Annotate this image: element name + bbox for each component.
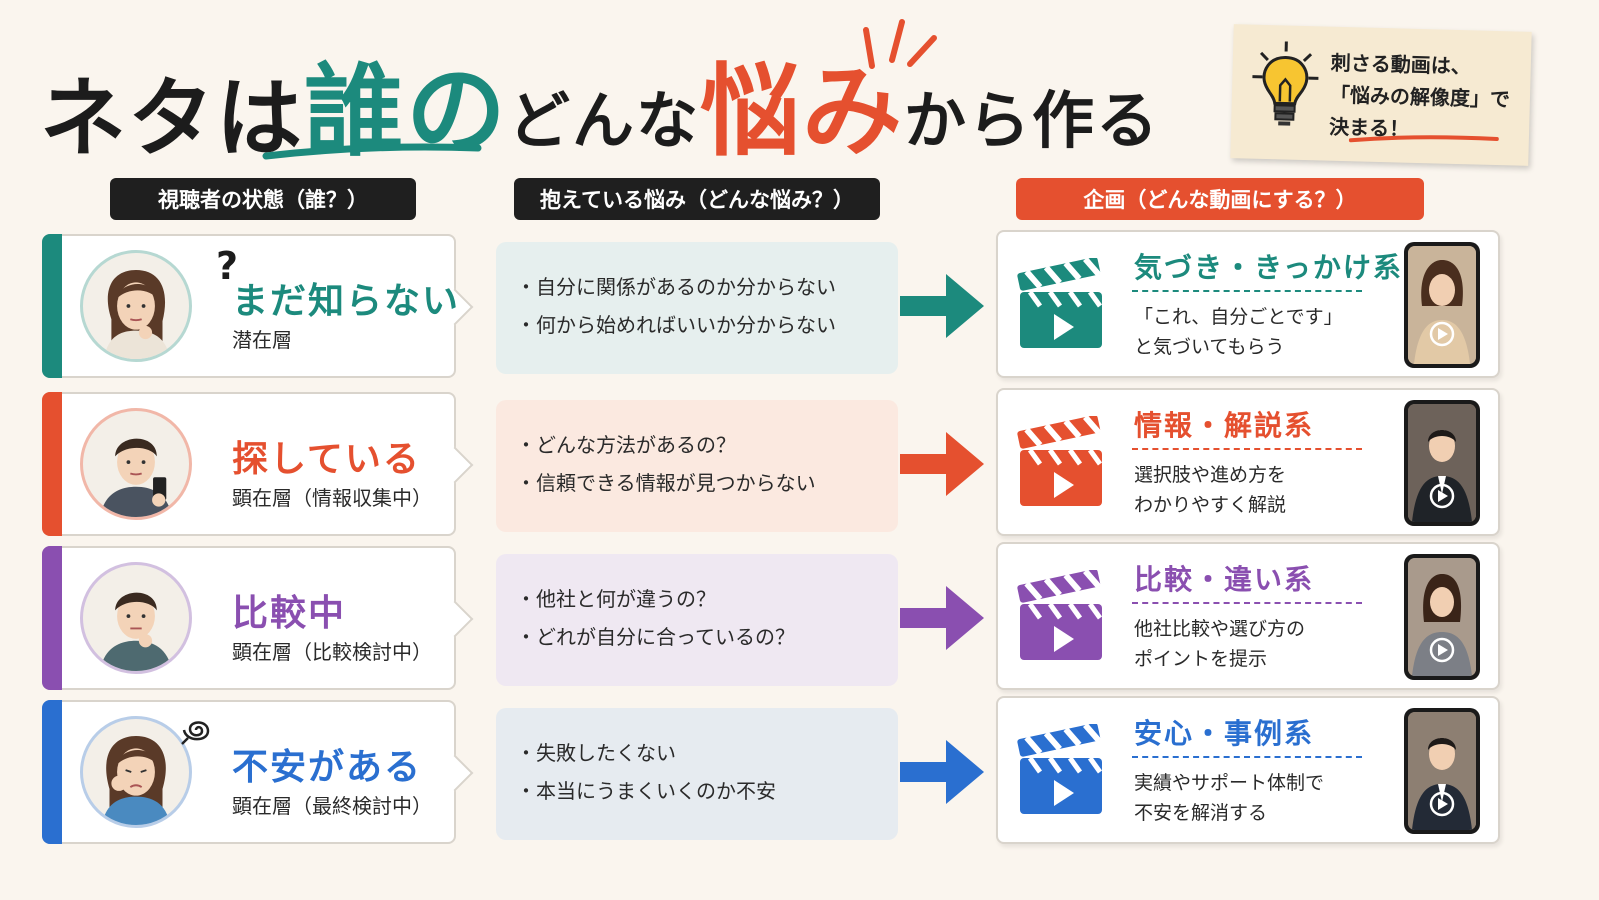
clapperboard-icon	[1017, 258, 1103, 348]
viewer-state-card: 探している 顕在層（情報収集中）	[42, 392, 474, 536]
title-part-3: どんな	[508, 84, 701, 157]
plan-divider	[1132, 290, 1362, 292]
clapperboard-icon	[1017, 570, 1103, 660]
viewer-state-card: 比較中 顕在層（比較検討中）	[42, 546, 474, 690]
swirl-anxiety-icon	[181, 721, 210, 745]
phone-video-thumbnail[interactable]	[1404, 708, 1480, 834]
state-label: 不安がある	[232, 747, 423, 788]
plan-desc-line: 実績やサポート体制で	[1134, 772, 1325, 794]
plan-desc-line: わかりやすく解説	[1134, 494, 1287, 516]
plan-title: 気づき・きっかけ系	[1134, 251, 1403, 284]
worry-item: どれが自分に合っているの？	[516, 618, 795, 656]
row-searching: 探している 顕在層（情報収集中） どんな方法があるの？ 信頼できる情報が見つから…	[0, 388, 1599, 540]
state-label: 比較中	[232, 593, 347, 634]
plan-title: 比較・違い系	[1134, 563, 1315, 596]
card-notch	[436, 754, 474, 792]
clapperboard-icon	[1017, 724, 1103, 814]
row-anxious: 不安がある 顕在層（最終検討中） 失敗したくない 本当にうまくいくのか不安 安心…	[0, 696, 1599, 848]
arrow-right-icon	[900, 432, 984, 496]
plan-description: 他社比較や選び方の ポイントを提示	[1134, 614, 1305, 674]
card-notch	[436, 600, 474, 638]
plan-card: 比較・違い系 他社比較や選び方の ポイントを提示	[996, 542, 1500, 690]
title-part-4-highlight: 悩み	[700, 53, 905, 170]
arrow-right-icon	[900, 740, 984, 804]
arrow-right-icon	[900, 274, 984, 338]
row-unaware: ? まだ知らない 潜在層 自分に関係があるのか分からない 何から始めればいいか分…	[0, 230, 1599, 382]
phone-video-thumbnail[interactable]	[1404, 242, 1480, 368]
plan-desc-line: 他社比較や選び方の	[1134, 618, 1306, 640]
card-notch	[436, 446, 474, 484]
lightbulb-icon	[1252, 41, 1319, 126]
color-stripe	[42, 546, 62, 690]
plan-divider	[1132, 602, 1362, 604]
viewer-state-card: ? まだ知らない 潜在層	[42, 234, 474, 378]
state-layer: 潜在層	[232, 328, 292, 352]
worried-woman-icon	[80, 716, 192, 828]
worry-card: 失敗したくない 本当にうまくいくのか不安	[496, 708, 898, 840]
title-part-1: ネタは	[40, 69, 304, 169]
worry-item: 自分に関係があるのか分からない	[516, 268, 836, 306]
worry-item: 何から始めればいいか分からない	[516, 306, 836, 344]
title-part-5: から作る	[904, 84, 1161, 157]
note-underline-icon	[1348, 135, 1499, 143]
column-header-viewer: 視聴者の状態（誰？）	[110, 178, 416, 220]
plan-card: 情報・解説系 選択肢や進め方を わかりやすく解説	[996, 388, 1500, 536]
color-stripe	[42, 234, 62, 378]
plan-desc-line: 「これ、自分ごとです」	[1134, 306, 1343, 328]
clapperboard-icon	[1017, 416, 1103, 506]
column-header-plan: 企画（どんな動画にする？）	[1016, 178, 1424, 220]
plan-divider	[1132, 448, 1362, 450]
color-stripe	[42, 700, 62, 844]
presenter-man-icon	[1408, 404, 1476, 522]
man-with-phone-icon	[80, 408, 192, 520]
tip-note-line-2: 「悩みの解像度」で	[1329, 82, 1511, 112]
worry-item: 本当にうまくいくのか不安	[516, 772, 776, 810]
phone-video-thumbnail[interactable]	[1404, 400, 1480, 526]
plan-desc-line: 選択肢や進め方を	[1134, 464, 1287, 486]
plan-description: 「これ、自分ごとです」 と気づいてもらう	[1134, 302, 1343, 362]
worry-item: 信頼できる情報が見つからない	[516, 464, 816, 502]
column-header-worry: 抱えている悩み（どんな悩み？）	[514, 178, 880, 220]
presenter-man-icon	[1408, 712, 1476, 830]
worry-item: どんな方法があるの？	[516, 426, 816, 464]
emphasis-burst-icon	[863, 19, 937, 69]
plan-title: 情報・解説系	[1134, 409, 1315, 442]
plan-desc-line: 不安を解消する	[1134, 802, 1268, 824]
state-layer: 顕在層（比較検討中）	[232, 640, 432, 664]
arrow-right-icon	[900, 586, 984, 650]
plan-card: 安心・事例系 実績やサポート体制で 不安を解消する	[996, 696, 1500, 844]
plan-title: 安心・事例系	[1134, 717, 1315, 750]
thinking-woman-icon	[80, 250, 192, 362]
plan-divider	[1132, 756, 1362, 758]
plan-card: 気づき・きっかけ系 「これ、自分ごとです」 と気づいてもらう	[996, 230, 1500, 378]
viewer-state-card: 不安がある 顕在層（最終検討中）	[42, 700, 474, 844]
worry-item: 失敗したくない	[516, 734, 776, 772]
plan-desc-line: ポイントを提示	[1134, 648, 1268, 670]
state-layer: 顕在層（最終検討中）	[232, 794, 432, 818]
state-label: 探している	[232, 439, 421, 480]
worry-card: どんな方法があるの？ 信頼できる情報が見つからない	[496, 400, 898, 532]
state-layer: 顕在層（情報収集中）	[232, 486, 432, 510]
title-underline-icon	[262, 143, 482, 160]
worry-item: 他社と何が違うの？	[516, 580, 795, 618]
page-title: ネタは 誰の どんな 悩み から作る	[40, 22, 1220, 170]
worry-card: 自分に関係があるのか分からない 何から始めればいいか分からない	[496, 242, 898, 374]
plan-desc-line: と気づいてもらう	[1134, 336, 1285, 358]
pondering-man-icon	[80, 562, 192, 674]
question-mark-icon: ?	[216, 244, 239, 288]
presenter-woman-icon	[1408, 246, 1476, 364]
state-label: まだ知らない	[232, 281, 461, 322]
plan-description: 実績やサポート体制で 不安を解消する	[1134, 768, 1324, 828]
phone-video-thumbnail[interactable]	[1404, 554, 1480, 680]
worry-card: 他社と何が違うの？ どれが自分に合っているの？	[496, 554, 898, 686]
color-stripe	[42, 392, 62, 536]
plan-description: 選択肢や進め方を わかりやすく解説	[1134, 460, 1286, 520]
tip-note-line-1: 刺さる動画は、	[1330, 50, 1472, 79]
tip-note: 刺さる動画は、 「悩みの解像度」で 決まる！	[1230, 24, 1532, 166]
presenter-woman-icon	[1408, 558, 1476, 676]
row-comparing: 比較中 顕在層（比較検討中） 他社と何が違うの？ どれが自分に合っているの？ 比…	[0, 542, 1599, 694]
